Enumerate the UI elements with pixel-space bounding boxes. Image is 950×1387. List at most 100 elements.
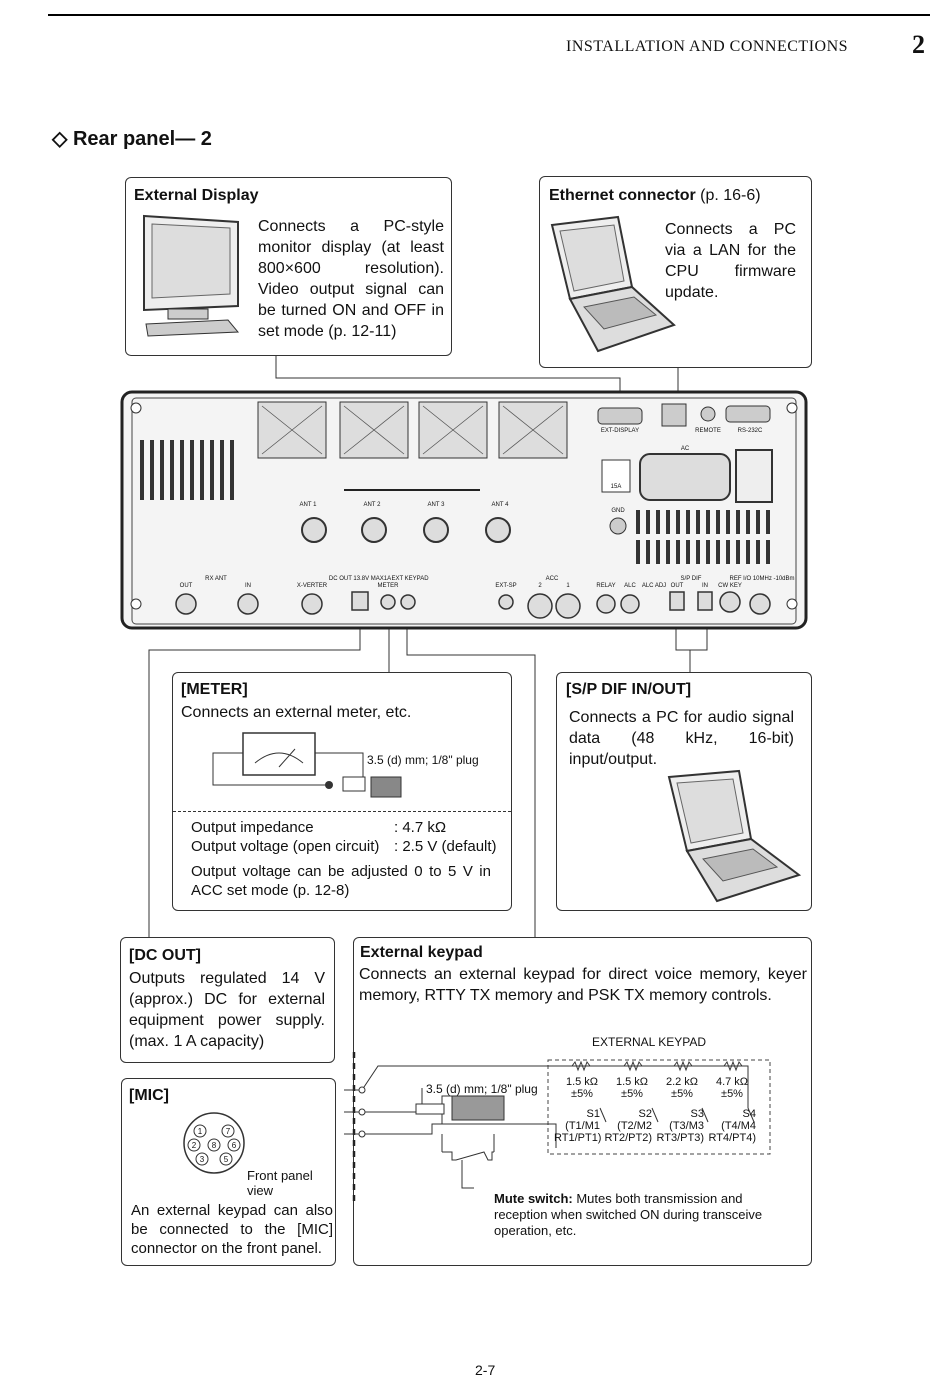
mic-pin-8 bbox=[207, 1138, 221, 1152]
label-relay: RELAY bbox=[596, 583, 615, 589]
label-cw-key: CW KEY bbox=[718, 583, 742, 589]
label-rx-out: OUT bbox=[180, 583, 193, 589]
label-xverter: X-VERTER bbox=[297, 583, 328, 589]
dc-out-box: [DC OUT] Outputs regulated 14 V (approx.… bbox=[120, 937, 335, 1063]
meter-impedance-label: Output impedance bbox=[191, 819, 314, 836]
meter-diagram bbox=[212, 732, 366, 792]
spdif-text: Connects a PC for audio signal data (48 … bbox=[569, 709, 794, 768]
label-rx-ant: RX ANT bbox=[205, 576, 227, 582]
label-ant1: ANT 1 bbox=[300, 502, 318, 508]
mute-switch-note: Mute switch: Mutes both transmission and… bbox=[494, 1191, 794, 1239]
label-rx-in: IN bbox=[245, 583, 251, 589]
mic-pin-label-5: 5 bbox=[224, 1155, 229, 1164]
keypad-circuit bbox=[344, 1052, 771, 1204]
keypad-box: External keypad Connects an external key… bbox=[344, 937, 812, 1266]
meter-voltage-value: : 2.5 V (default) bbox=[394, 838, 497, 855]
label-acc: ACC bbox=[546, 576, 559, 582]
mic-pin-5 bbox=[219, 1152, 233, 1166]
ethernet-text: Connects a PC via a LAN for the CPU firm… bbox=[665, 221, 796, 301]
ethernet-title: Ethernet connector bbox=[549, 187, 696, 204]
label-gnd: GND bbox=[611, 508, 625, 514]
resistor-1: 1.5 kΩ±5% bbox=[562, 1076, 602, 1100]
resistor-4-tol: ±5% bbox=[721, 1088, 743, 1100]
spdif-laptop-icon bbox=[667, 769, 802, 903]
switch-2-name: S2 bbox=[638, 1108, 652, 1120]
label-acc-2: 2 bbox=[538, 583, 542, 589]
resistor-4-value: 4.7 kΩ bbox=[715, 1076, 749, 1088]
meter-impedance-value: : 4.7 kΩ bbox=[394, 819, 447, 836]
switch-1-name: S1 bbox=[586, 1108, 600, 1120]
meter-box: [METER] Connects an external meter, etc.… bbox=[172, 672, 512, 911]
mic-pin-2 bbox=[187, 1138, 201, 1152]
label-meter: METER bbox=[378, 583, 400, 589]
meter-voltage-row: Output voltage (open circuit): 2.5 V (de… bbox=[191, 837, 497, 856]
switch-2-line1: (T2/M2 bbox=[617, 1120, 652, 1132]
chapter-number: 2 bbox=[912, 30, 925, 59]
mute-switch-title: Mute switch: bbox=[494, 1191, 573, 1206]
mic-view-label: Front panel view bbox=[247, 1168, 313, 1198]
label-remote: REMOTE bbox=[695, 428, 721, 434]
resistor-2: 1.5 kΩ±5% bbox=[612, 1076, 652, 1100]
mic-pin-1 bbox=[193, 1124, 207, 1138]
mic-pin-6 bbox=[227, 1138, 241, 1152]
switch-4-name: S4 bbox=[742, 1108, 756, 1120]
label-fuse: 15A bbox=[611, 484, 622, 490]
resistor-1-value: 1.5 kΩ bbox=[565, 1076, 599, 1088]
meter-specs: Output impedance : 4.7 kΩ Output voltage … bbox=[191, 818, 497, 900]
resistor-3-tol: ±5% bbox=[671, 1088, 693, 1100]
laptop-icon bbox=[550, 215, 676, 353]
meter-note: Output voltage can be adjusted 0 to 5 V … bbox=[191, 863, 491, 899]
switch-4-line2: RT4/PT4) bbox=[708, 1132, 756, 1144]
meter-desc: Connects an external meter, etc. bbox=[181, 704, 412, 721]
mic-title: [MIC] bbox=[129, 1087, 169, 1104]
header-rule bbox=[48, 14, 930, 16]
mic-pin-3 bbox=[195, 1152, 209, 1166]
resistor-3: 2.2 kΩ±5% bbox=[662, 1076, 702, 1100]
switch-3-name: S3 bbox=[690, 1108, 704, 1120]
switch-3-line1: (T3/M3 bbox=[669, 1120, 704, 1132]
mic-box: [MIC] 1 7 2 8 6 3 5 Front panel view An … bbox=[121, 1078, 336, 1266]
switch-1-line1: (T1/M1 bbox=[565, 1120, 600, 1132]
meter-plug-label: 3.5 (d) mm; 1/8" plug bbox=[367, 753, 479, 767]
dc-out-text: Outputs regulated 14 V (approx.) DC for … bbox=[129, 970, 325, 1050]
resistor-2-tol: ±5% bbox=[621, 1088, 643, 1100]
meter-title: [METER] bbox=[181, 681, 248, 698]
switch-1-line2: RT1/PT1) bbox=[554, 1132, 602, 1144]
resistor-1-tol: ±5% bbox=[571, 1088, 593, 1100]
mic-pin-label-6: 6 bbox=[232, 1141, 237, 1150]
switch-2-line2: RT2/PT2) bbox=[604, 1132, 652, 1144]
mic-pin-label-2: 2 bbox=[192, 1141, 197, 1150]
label-ref-io: REF I/O 10MHz -10dBm bbox=[729, 576, 794, 582]
meter-impedance-row: Output impedance : 4.7 kΩ bbox=[191, 818, 497, 837]
spdif-title: [S/P DIF IN/OUT] bbox=[566, 681, 692, 698]
mic-pin-label-8: 8 bbox=[212, 1141, 217, 1150]
meter-plug-icon bbox=[370, 776, 402, 798]
label-ext-display: EXT-DISPLAY bbox=[601, 428, 639, 434]
label-ant2: ANT 2 bbox=[364, 502, 382, 508]
label-ant4: ANT 4 bbox=[492, 502, 510, 508]
ethernet-heading: Ethernet connector (p. 16-6) bbox=[549, 185, 761, 206]
label-alc: ALC bbox=[624, 583, 636, 589]
label-acc-1: 1 bbox=[566, 583, 570, 589]
mic-pin-label-1: 1 bbox=[198, 1127, 203, 1136]
mic-text: An external keypad can also be connected… bbox=[131, 1202, 333, 1257]
keypad-text: Connects an external keypad for direct v… bbox=[359, 966, 807, 1004]
label-spdif: S/P DIF bbox=[681, 576, 702, 582]
label-spdif-in: IN bbox=[702, 583, 708, 589]
label-dc-out: DC OUT 13.8V MAX1A bbox=[329, 576, 391, 582]
resistor-4: 4.7 kΩ±5% bbox=[712, 1076, 752, 1100]
header-title: INSTALLATION AND CONNECTIONS bbox=[566, 38, 849, 55]
mic-pin-7 bbox=[221, 1124, 235, 1138]
label-alc-adj: ALC ADJ bbox=[642, 583, 666, 589]
switch-4-line1: (T4/M4 bbox=[721, 1120, 756, 1132]
mic-connector-icon: 1 7 2 8 6 3 5 bbox=[183, 1112, 245, 1174]
label-ac: AC bbox=[681, 446, 690, 452]
external-display-title: External Display bbox=[134, 187, 259, 204]
dc-out-title: [DC OUT] bbox=[129, 947, 201, 964]
monitor-icon bbox=[143, 214, 240, 337]
label-ext-keypad: EXT KEYPAD bbox=[391, 576, 429, 582]
label-rs232c: RS-232C bbox=[738, 428, 763, 434]
